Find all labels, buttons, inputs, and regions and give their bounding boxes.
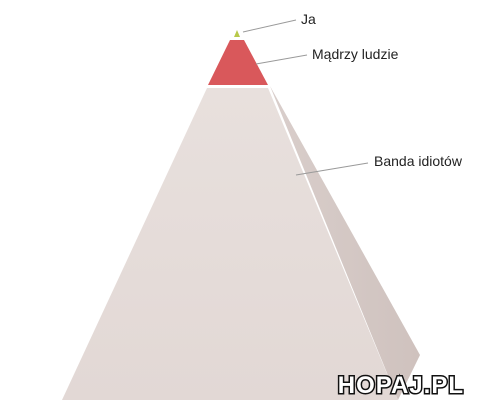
tier-label-base: Banda idiotów [374, 153, 462, 169]
leader-line-middle [255, 54, 308, 65]
tier-label-top: Ja [301, 11, 316, 27]
leader-line-base [295, 162, 369, 176]
pyramid-tier-base [62, 88, 398, 400]
pyramid-tier-middle [208, 40, 268, 85]
tier-label-middle: Mądrzy ludzie [312, 46, 399, 62]
watermark-text: HOPAJ.PL [338, 372, 464, 399]
pyramid-side-face [270, 86, 420, 400]
leader-line-top [242, 19, 297, 33]
site-watermark-logo: HOPAJ.PL [336, 371, 464, 401]
pyramid-tier-top [234, 30, 240, 37]
